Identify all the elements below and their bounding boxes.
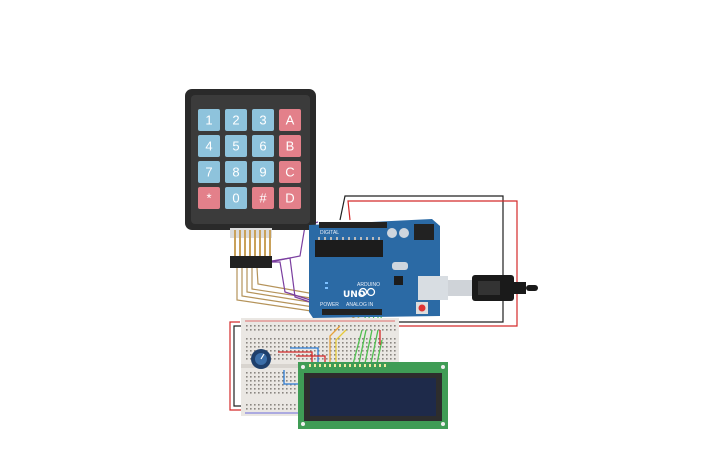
- usb-plug-metal: [448, 280, 474, 296]
- key-star[interactable]: *: [198, 187, 220, 209]
- key-b[interactable]: B: [279, 135, 301, 157]
- digital-label: DIGITAL: [320, 230, 339, 236]
- crystal: [392, 262, 408, 270]
- key-label: 4: [205, 139, 212, 154]
- atmega-chip: [315, 240, 383, 257]
- key-label: 1: [205, 113, 212, 128]
- potentiometer[interactable]: [251, 349, 271, 369]
- key-label: 2: [232, 113, 239, 128]
- key-c[interactable]: C: [279, 161, 301, 183]
- key-label: 5: [232, 139, 239, 154]
- reset-button[interactable]: [418, 304, 426, 312]
- key-label: D: [285, 191, 294, 206]
- key-label: 6: [259, 139, 266, 154]
- key-3[interactable]: 3: [252, 109, 274, 131]
- infinity-icon: [358, 287, 376, 297]
- keypad[interactable]: 1 2 3 A 4 5 6 B 7 8 9 C * 0 # D: [185, 89, 316, 268]
- key-hash[interactable]: #: [252, 187, 274, 209]
- brand-label: ARDUINO: [357, 282, 380, 288]
- key-a[interactable]: A: [279, 109, 301, 131]
- key-1[interactable]: 1: [198, 109, 220, 131]
- key-8[interactable]: 8: [225, 161, 247, 183]
- keypad-ribbon: [234, 230, 271, 256]
- usb-port: [418, 276, 448, 300]
- key-label: 8: [232, 165, 239, 180]
- key-label: 9: [259, 165, 266, 180]
- keypad-header: [230, 256, 272, 268]
- key-7[interactable]: 7: [198, 161, 220, 183]
- key-label: A: [286, 113, 295, 128]
- key-label: 3: [259, 113, 266, 128]
- wire-red-top: [347, 200, 518, 327]
- wire-keypad-2: [241, 268, 321, 309]
- key-label: #: [259, 191, 267, 206]
- digital-header: [319, 222, 387, 228]
- uno-logo-text: UNO: [343, 290, 366, 300]
- key-label: B: [286, 139, 295, 154]
- lcd-screen: [310, 378, 436, 416]
- key-label: 7: [205, 165, 212, 180]
- wire-black-top: [339, 195, 504, 323]
- key-d[interactable]: D: [279, 187, 301, 209]
- wire-keypad-3: [246, 268, 323, 305]
- lcd-pins: [309, 364, 386, 367]
- power-label: POWER: [320, 302, 339, 308]
- key-label: C: [285, 165, 294, 180]
- analog-header: [322, 309, 382, 315]
- wire-keypad-5: [256, 267, 327, 297]
- key-5[interactable]: 5: [225, 135, 247, 157]
- lcd-display[interactable]: [298, 362, 448, 429]
- arduino-board[interactable]: UNO UNO ARDUINO DIGITAL ANALOG IN POWER: [309, 219, 448, 318]
- wire-keypad-1: [236, 268, 319, 313]
- usb-cable-end: [526, 285, 538, 291]
- capacitor-2: [399, 228, 409, 238]
- analog-label: ANALOG IN: [346, 302, 374, 308]
- usb-cable[interactable]: [448, 275, 538, 301]
- power-jack: [414, 224, 434, 240]
- key-label: 0: [232, 191, 239, 206]
- key-6[interactable]: 6: [252, 135, 274, 157]
- key-2[interactable]: 2: [225, 109, 247, 131]
- key-9[interactable]: 9: [252, 161, 274, 183]
- key-label: *: [206, 191, 211, 206]
- key-0[interactable]: 0: [225, 187, 247, 209]
- capacitor-1: [387, 228, 397, 238]
- key-4[interactable]: 4: [198, 135, 220, 157]
- keypad-keys[interactable]: 1 2 3 A 4 5 6 B 7 8 9 C * 0 # D: [198, 109, 301, 209]
